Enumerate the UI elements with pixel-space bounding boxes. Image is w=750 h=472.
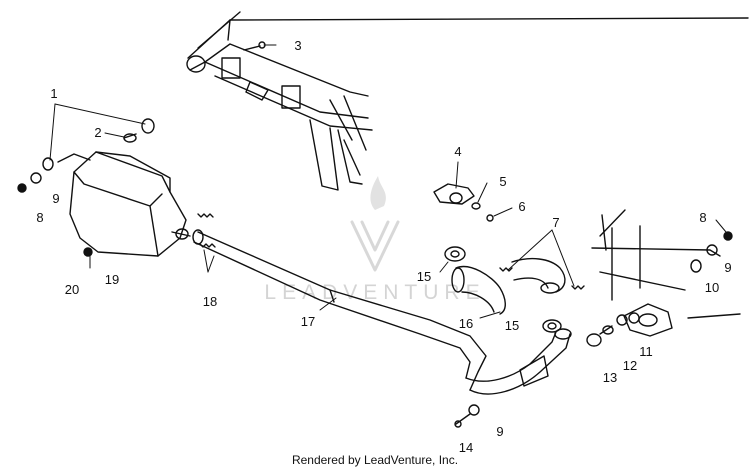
leader-lines	[49, 44, 727, 319]
callout-2: 2	[94, 125, 101, 140]
springs	[197, 213, 585, 290]
render-credit: Rendered by LeadVenture, Inc.	[291, 453, 459, 467]
watermark-text: LEADVENTURE	[264, 281, 485, 304]
callout-10: 10	[705, 280, 719, 295]
callout-18: 18	[203, 294, 217, 309]
callout-5: 5	[499, 174, 506, 189]
callout-12: 12	[623, 358, 637, 373]
callout-8-right: 8	[699, 210, 706, 225]
callout-3: 3	[294, 38, 301, 53]
callout-20: 20	[65, 282, 79, 297]
callout-17: 17	[301, 314, 315, 329]
callout-15-left: 15	[417, 269, 431, 284]
callout-6: 6	[518, 199, 525, 214]
watermark-logo-icon	[350, 176, 400, 272]
chassis-frame	[186, 11, 749, 191]
callout-4: 4	[454, 144, 461, 159]
callout-13: 13	[603, 370, 617, 385]
callout-9-left: 9	[52, 191, 59, 206]
muffler	[57, 151, 191, 257]
callout-1: 1	[50, 86, 57, 101]
rear-frame	[591, 209, 741, 337]
exhaust-pipe	[192, 229, 572, 395]
callout-8-left: 8	[36, 210, 43, 225]
callout-16: 16	[459, 316, 473, 331]
flex-pipe	[451, 257, 566, 315]
callout-14: 14	[459, 440, 473, 455]
gaskets	[433, 183, 562, 333]
callout-15-right: 15	[505, 318, 519, 333]
callout-7: 7	[552, 215, 559, 230]
watermark: LEADVENTURE	[264, 176, 485, 304]
hardware	[17, 41, 733, 428]
callout-19: 19	[105, 272, 119, 287]
callouts: 1 2 3 4 5 6 7 8 8 9 9 9 10 11 12 13 14 1…	[36, 38, 731, 455]
callout-9-bottom: 9	[496, 424, 503, 439]
callout-9-right: 9	[724, 260, 731, 275]
callout-11: 11	[639, 344, 653, 359]
